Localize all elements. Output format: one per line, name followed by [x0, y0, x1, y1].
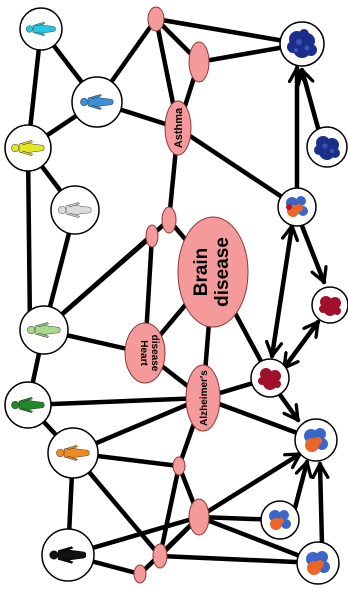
protein-icon: [311, 286, 348, 324]
edge: [157, 463, 182, 559]
arrow: [275, 389, 301, 423]
connector-node: [172, 456, 186, 476]
brain-disease-node: Brain disease: [177, 216, 249, 328]
connector-node: [188, 41, 210, 83]
connector-nodes: [133, 6, 210, 584]
edge: [175, 125, 300, 210]
protein-icon: [260, 500, 300, 540]
edge: [157, 553, 321, 566]
alzheimers-node: Alzheimer's: [185, 364, 221, 432]
person-icon: [47, 427, 99, 479]
arrow: [320, 461, 322, 548]
protein-nodes: [250, 21, 348, 585]
person-icon: [4, 124, 52, 172]
person-icon: [19, 305, 69, 355]
brain-disease-label-line2: disease: [212, 237, 233, 307]
arrow: [302, 67, 321, 131]
protein-icon: [296, 541, 340, 585]
connector-node: [152, 543, 168, 569]
asthma-node: Asthma: [164, 100, 192, 156]
alzheimers-label: Alzheimer's: [199, 370, 210, 426]
connector-node: [145, 224, 159, 248]
connector-node: [147, 6, 165, 32]
arrow: [299, 223, 324, 285]
protein-icon: [250, 358, 290, 398]
person-nodes: [4, 7, 123, 582]
person-icon: [71, 76, 123, 128]
arrow: [281, 319, 321, 371]
person-icon: [50, 185, 100, 235]
person-icon: [4, 381, 52, 429]
protein-icon: [306, 126, 348, 168]
arrow: [272, 223, 292, 359]
edge: [25, 145, 33, 333]
brain-disease-label-line1: Brain: [191, 248, 212, 297]
connector-node: [161, 206, 177, 234]
heart-disease-node: Heart disease: [124, 322, 166, 384]
arrow: [292, 459, 307, 511]
asthma-label: Asthma: [173, 107, 185, 148]
person-icon: [19, 7, 63, 51]
person-icon: [41, 528, 95, 582]
heart-disease-label-line2: disease: [149, 335, 160, 372]
protein-icon: [279, 21, 325, 67]
heart-disease-label-line1: Heart: [138, 340, 149, 366]
connector-node: [188, 498, 210, 536]
arrows: [196, 65, 324, 548]
protein-icon: [277, 187, 317, 227]
arrow: [196, 451, 303, 520]
edge: [25, 395, 206, 408]
connector-node: [133, 564, 147, 584]
edge: [153, 16, 305, 47]
protein-icon: [294, 418, 338, 462]
